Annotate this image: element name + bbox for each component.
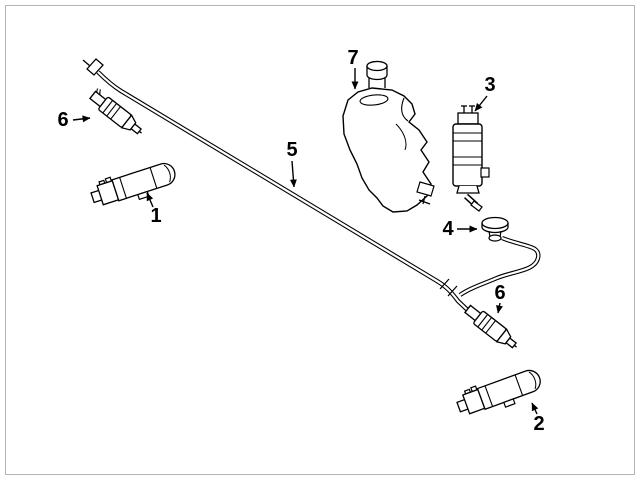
connector-6-bottom [462, 302, 523, 355]
callout-4-label: 4 [442, 218, 454, 240]
arrow-to-part-6-top [72, 115, 91, 123]
diagram-border [5, 5, 635, 475]
reservoir-7 [342, 60, 435, 213]
callout-6a-label: 6 [57, 109, 69, 131]
arrow-to-part-5 [289, 160, 297, 188]
callout-arrows [72, 68, 539, 415]
arrow-to-part-2 [531, 402, 539, 415]
callout-6b-label: 6 [494, 282, 506, 304]
arrow-to-part-1 [146, 192, 154, 208]
hose-5 [82, 58, 541, 319]
callout-1-label: 1 [150, 205, 162, 227]
callout-5-label: 5 [286, 139, 298, 161]
grommet-4 [481, 216, 509, 242]
callout-3-label: 3 [484, 74, 496, 96]
arrow-to-part-3 [474, 95, 488, 112]
callout-7-label: 7 [347, 47, 359, 69]
pump-3 [452, 105, 490, 212]
arrow-to-part-6-bottom [496, 302, 503, 314]
nozzle-2 [453, 363, 546, 423]
hose-clamp [439, 278, 450, 290]
callout-2-label: 2 [533, 413, 545, 435]
connector-6-top [87, 88, 148, 141]
nozzle-1 [87, 157, 180, 214]
hose-end-fitting [86, 58, 104, 76]
reservoir-outlet [416, 181, 435, 197]
hose-clamp [447, 285, 458, 297]
